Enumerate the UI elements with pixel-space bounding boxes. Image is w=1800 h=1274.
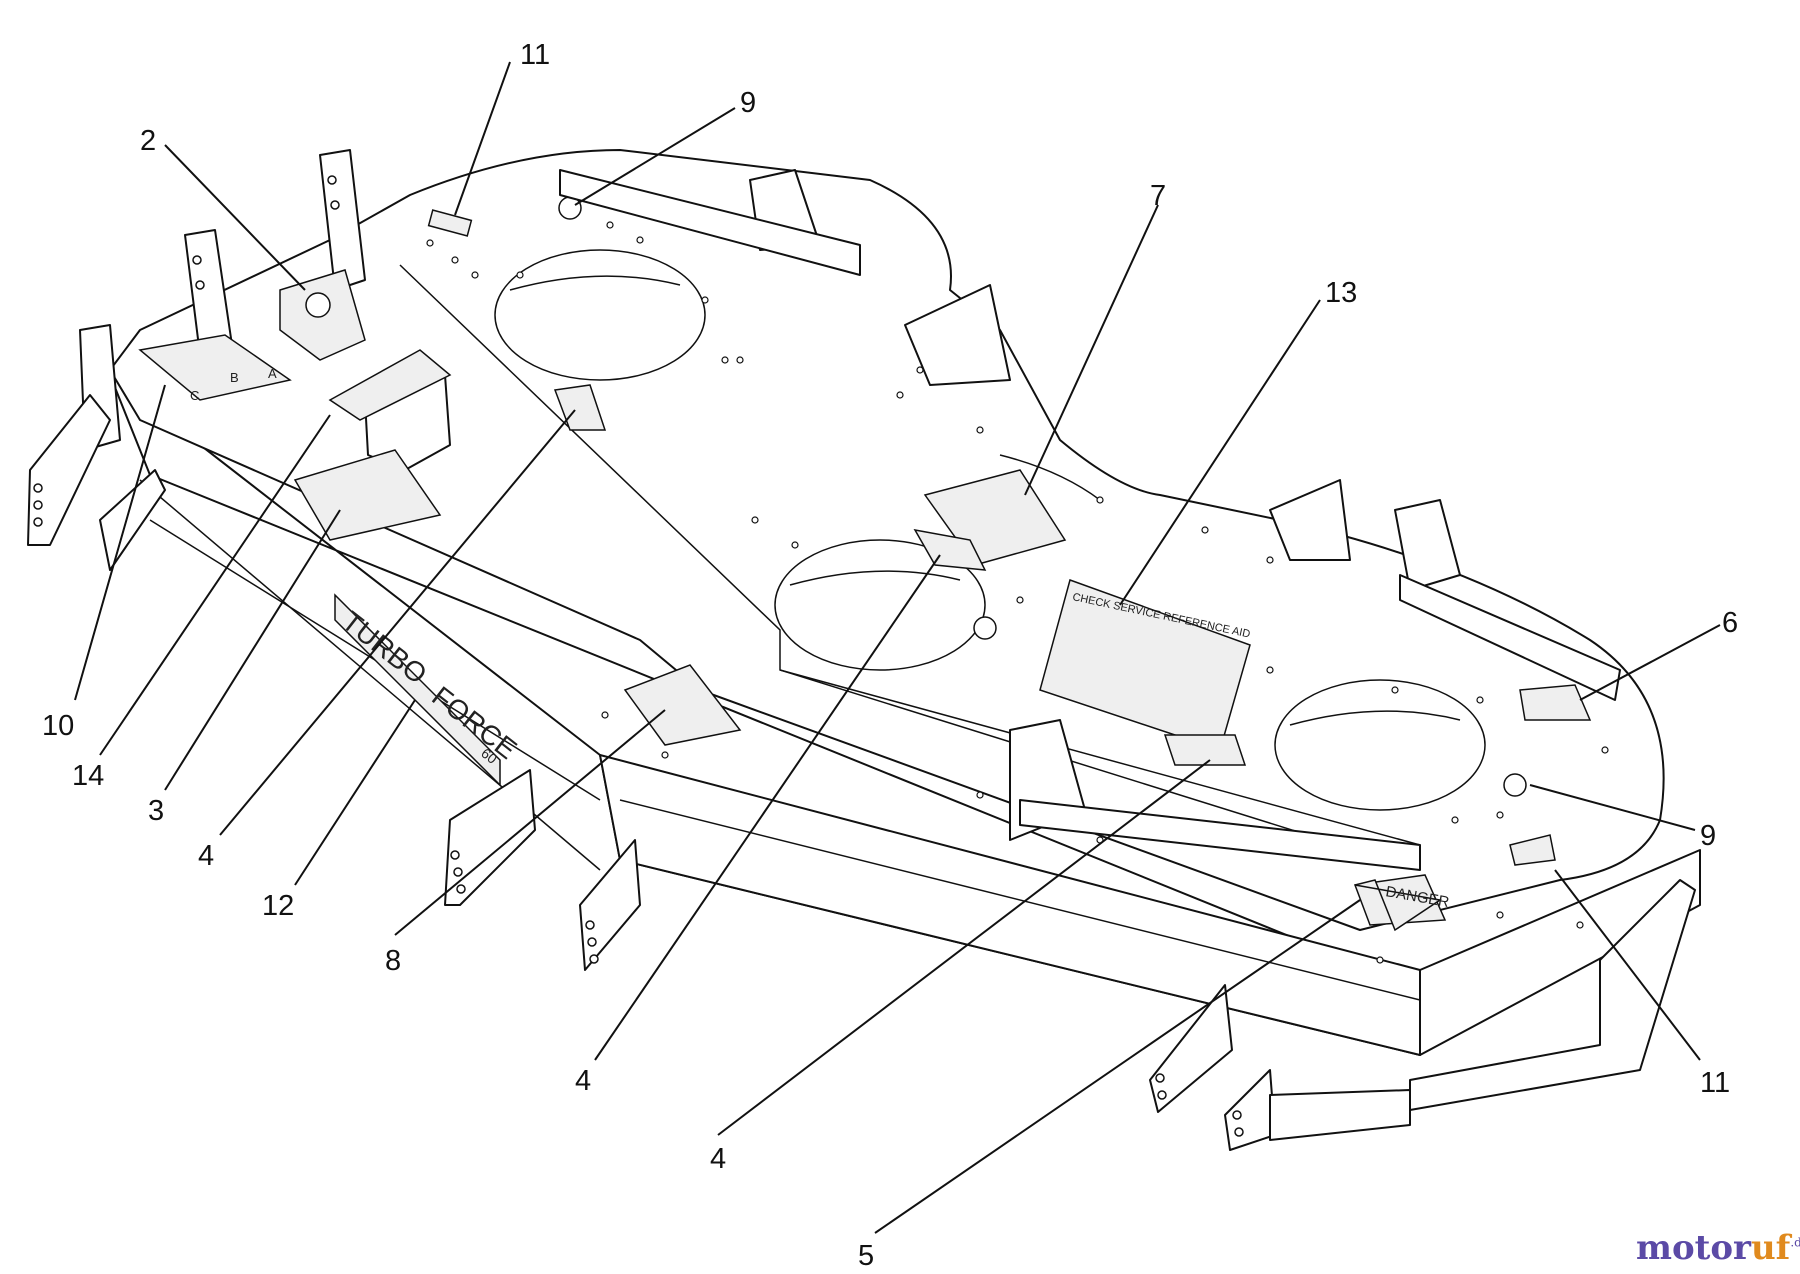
mounting-brackets	[27, 149, 1411, 1151]
spindle-caps	[558, 196, 1527, 797]
callout-10: 10	[42, 710, 74, 742]
decal-14	[328, 349, 452, 421]
callout-12: 12	[262, 890, 294, 922]
pulley-guards	[364, 169, 1696, 1111]
callout-8: 8	[385, 945, 401, 977]
blade-openings	[494, 249, 1486, 811]
callout-11-right: 11	[1700, 1067, 1730, 1099]
decal-11-top	[427, 209, 473, 237]
callout-labels: 11 9 2 7 13 6 9 10 14 3 4 12 8 4 4 5 11	[42, 39, 1738, 1272]
callout-4-center: 4	[575, 1065, 591, 1097]
callout-9-right: 9	[1700, 820, 1716, 852]
callout-2: 2	[140, 125, 156, 157]
brand-watermark: motoruf.de	[1636, 1228, 1800, 1268]
callout-3: 3	[148, 795, 164, 827]
brand-name-part-a: motor	[1636, 1228, 1751, 1268]
callout-14: 14	[72, 760, 104, 792]
decal-10-letter-a: A	[268, 366, 277, 381]
decal-4-center	[913, 528, 987, 571]
brand-tld: .de	[1790, 1235, 1800, 1250]
callout-4-right: 4	[710, 1143, 726, 1175]
callout-7: 7	[1150, 180, 1166, 212]
decal-3	[293, 449, 442, 541]
callout-9-top: 9	[740, 87, 756, 119]
decal-10-letter-b: B	[230, 370, 239, 385]
decal-10	[138, 334, 292, 401]
callout-6: 6	[1722, 607, 1738, 639]
decal-10-letter-c: C	[190, 388, 199, 403]
decal-4-right	[1163, 734, 1247, 766]
callout-4-left: 4	[198, 840, 214, 872]
leader-lines	[74, 61, 1721, 1234]
decal-11-right	[1509, 834, 1556, 866]
brand-name-part-b: uf	[1750, 1228, 1791, 1268]
decal-6	[1519, 684, 1592, 721]
decal-8	[623, 664, 742, 746]
callout-5: 5	[858, 1240, 874, 1272]
callout-13: 13	[1325, 277, 1357, 309]
callout-11-top: 11	[520, 39, 550, 71]
